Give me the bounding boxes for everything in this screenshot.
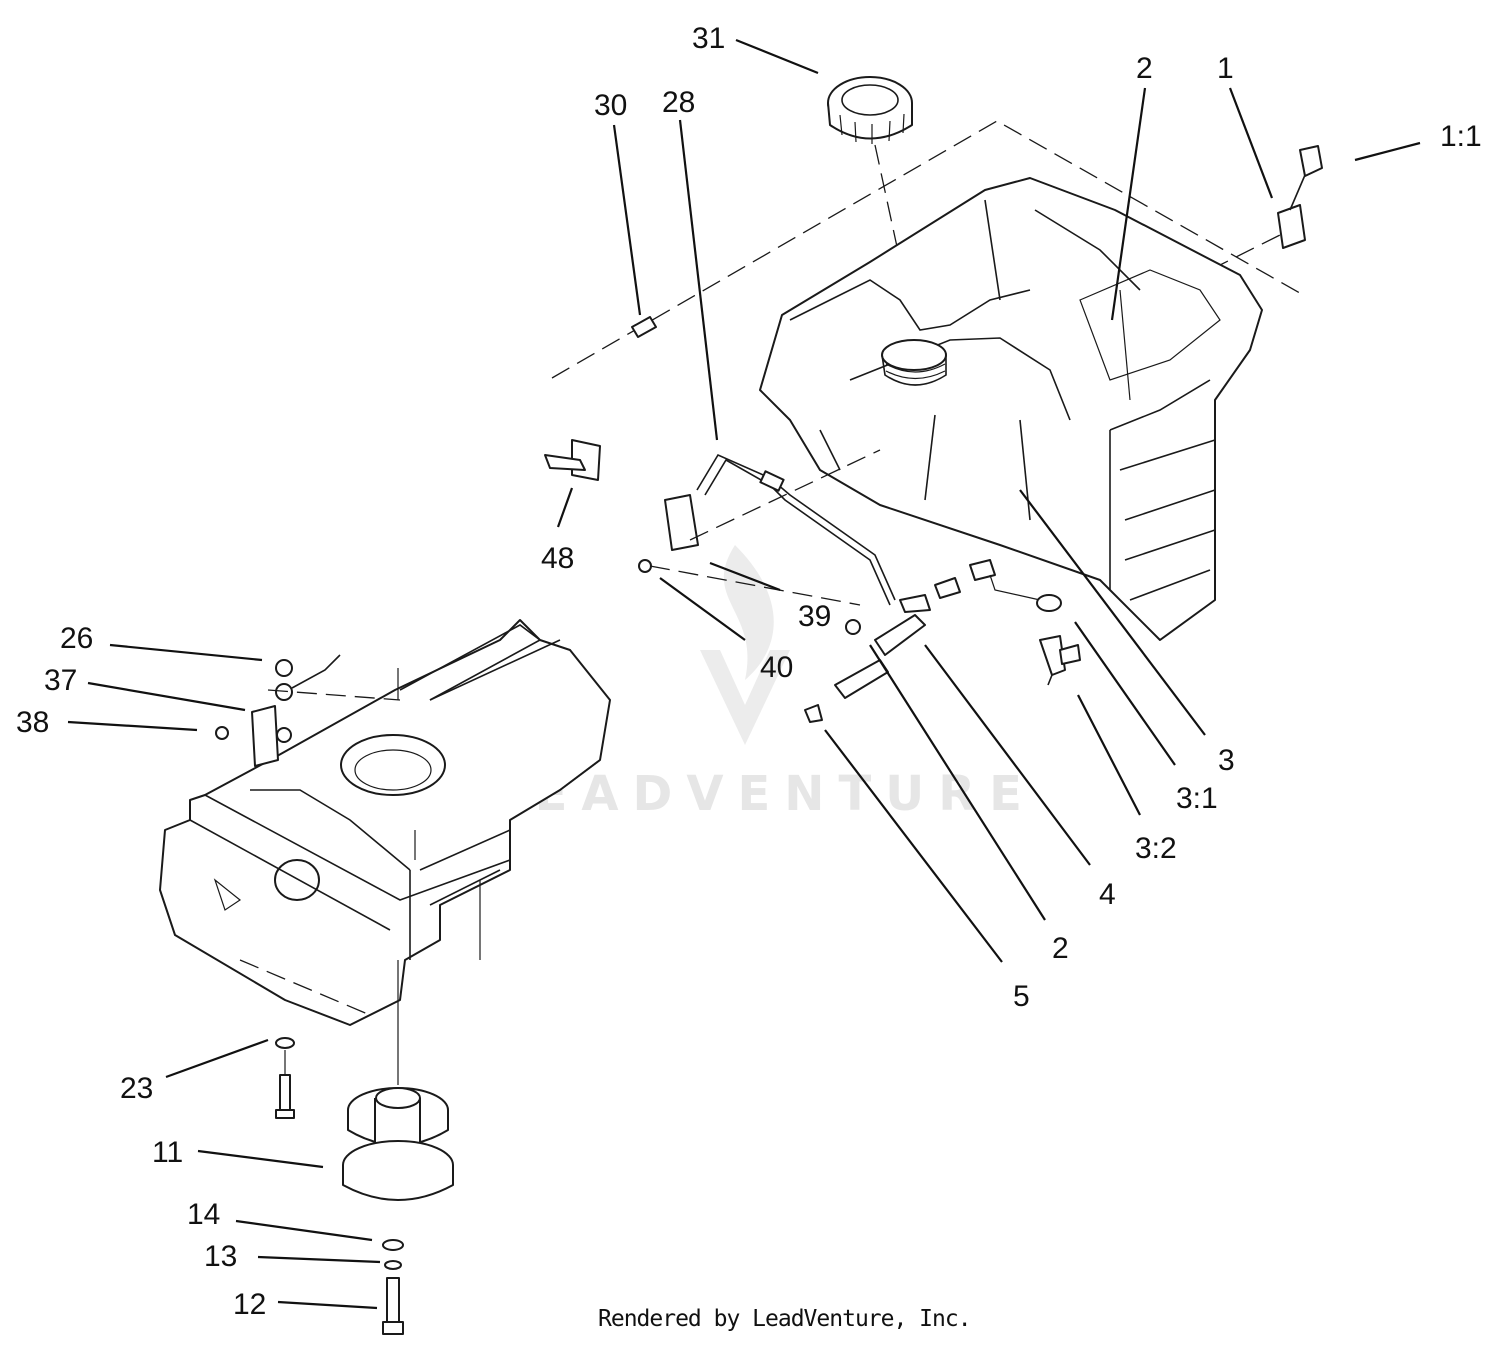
- leader-3-2: [1077, 694, 1141, 816]
- watermark-flame-logo: [723, 545, 774, 680]
- leader-4: [924, 644, 1091, 866]
- callout-3: 3: [1218, 744, 1235, 777]
- leader-5: [824, 729, 1003, 963]
- fitting-30: [631, 316, 657, 338]
- callout-2-bottom: 2: [1052, 932, 1069, 965]
- callout-30: 30: [594, 89, 627, 122]
- leader-38: [67, 720, 198, 732]
- leader-3: [1019, 489, 1206, 736]
- shutoff-valve: [1036, 594, 1081, 686]
- leader-26: [109, 643, 263, 662]
- leader-11: [197, 1149, 324, 1169]
- leader-23: [165, 1038, 269, 1079]
- fuel-line-assembly: [638, 449, 1041, 723]
- callout-38: 38: [16, 706, 49, 739]
- clip-48: [544, 439, 601, 481]
- footer-credit: Rendered by LeadVenture, Inc.: [598, 1306, 972, 1332]
- leader-30: [612, 124, 642, 316]
- callout-3-2: 3:2: [1135, 832, 1177, 865]
- callouts: 31 30 28 2 1 1:1 48 39 40 26 37 38 3 3:1…: [16, 22, 1482, 1321]
- fuel-tank: [759, 177, 1263, 641]
- callout-12: 12: [233, 1288, 266, 1321]
- callout-5: 5: [1013, 980, 1030, 1013]
- callout-3-1: 3:1: [1176, 782, 1218, 815]
- callout-1: 1: [1217, 52, 1234, 85]
- leader-lines: [67, 38, 1421, 1310]
- frame-assembly: [159, 619, 611, 1026]
- pulley-assembly: [275, 960, 454, 1335]
- leader-39: [709, 561, 781, 592]
- callout-26: 26: [60, 622, 93, 655]
- callout-4: 4: [1099, 878, 1116, 911]
- callout-11: 11: [152, 1136, 183, 1169]
- leader-14: [235, 1219, 373, 1242]
- callout-28: 28: [662, 86, 695, 119]
- leader-31: [735, 38, 819, 75]
- leader-1: [1228, 87, 1274, 199]
- callout-31: 31: [692, 22, 725, 55]
- callout-14: 14: [187, 1198, 220, 1231]
- leader-2-bottom: [869, 644, 1046, 921]
- callout-48: 48: [541, 542, 574, 575]
- leader-1-1: [1354, 141, 1421, 162]
- callout-37: 37: [44, 664, 77, 697]
- callout-23: 23: [120, 1072, 153, 1105]
- leader-48: [556, 487, 574, 528]
- leader-28: [678, 119, 719, 441]
- callout-40: 40: [760, 651, 793, 684]
- switch-assembly: [1277, 145, 1323, 249]
- leader-13: [257, 1255, 381, 1264]
- leader-37: [87, 681, 246, 712]
- callout-13: 13: [204, 1240, 237, 1273]
- callout-39: 39: [798, 600, 831, 633]
- leader-3-1: [1074, 621, 1176, 766]
- leader-40: [659, 577, 746, 641]
- fuel-cap: [827, 76, 913, 144]
- callout-1-1: 1:1: [1440, 120, 1482, 153]
- callout-2-top: 2: [1136, 52, 1153, 85]
- leader-12: [277, 1300, 378, 1310]
- leader-2-top: [1110, 87, 1147, 321]
- guide-line-shift: [1209, 224, 1301, 271]
- watermark-v-logo: [700, 650, 790, 745]
